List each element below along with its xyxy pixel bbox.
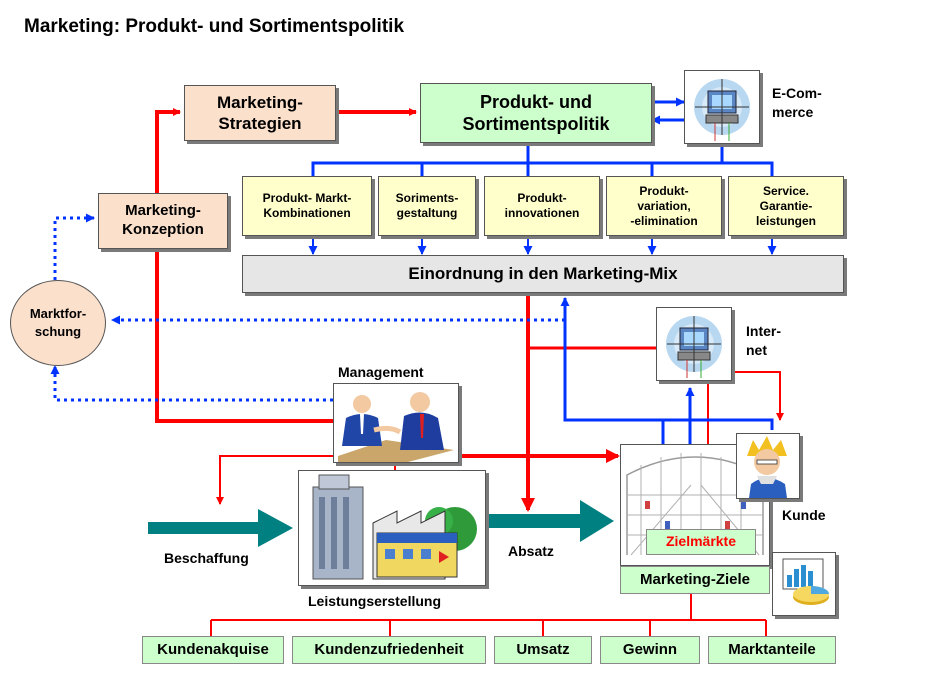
absatz-flow-arrow [488,500,614,542]
marktforschung-label: Marktfor- schung [29,305,87,339]
ecommerce-icon [684,70,760,144]
produkt-sortimentspolitik-box: Produkt- und Sortimentspolitik [420,83,652,143]
leistungserstellung-picture [298,470,486,586]
page-title: Marketing: Produkt- und Sortimentspoliti… [24,16,405,37]
chart-graphic [773,553,835,615]
management-label: Management [338,364,424,380]
sub-box-sortimentsgestaltung: Soriments- gestaltung [378,176,476,236]
ecommerce-label: E-Com- merce [772,85,822,120]
goal-gewinn: Gewinn [600,636,700,664]
kunde-label: Kunde [782,507,826,523]
marktforschung-circle: Marktfor- schung [10,280,106,366]
leistungserstellung-label: Leistungserstellung [308,593,442,609]
marketing-mix-box: Einordnung in den Marketing-Mix [242,255,844,293]
goal-kundenakquise: Kundenakquise [142,636,284,664]
kunde-picture [736,433,800,499]
management-picture [333,383,459,463]
sub-box-produkt-markt: Produkt- Markt- Kombinationen [242,176,372,236]
customer-icon [737,434,799,498]
factory-buildings-icon [299,471,485,585]
goal-kundenzufriedenheit: Kundenzufriedenheit [292,636,486,664]
internet-icon [656,307,732,381]
absatz-label: Absatz [508,543,554,559]
goal-umsatz: Umsatz [494,636,592,664]
business-meeting-icon [334,384,458,462]
beschaffung-flow-arrow [148,509,293,547]
goal-marktanteile: Marktanteile [708,636,836,664]
sub-box-service: Service. Garantie- leistungen [728,176,844,236]
internet-label: Inter- net [746,323,781,358]
marketing-strategien-box: Marketing- Strategien [184,85,336,141]
sub-box-produktvariation: Produkt- variation, -elimination [606,176,722,236]
marketing-ziele-box: Marketing-Ziele [620,566,770,594]
sub-box-produktinnovationen: Produkt- innovationen [484,176,600,236]
marketing-konzeption-box: Marketing- Konzeption [98,193,228,249]
zielmaerkte-label-box: Zielmärkte [646,529,756,555]
chart-icon [772,552,836,616]
beschaffung-label: Beschaffung [164,550,249,566]
